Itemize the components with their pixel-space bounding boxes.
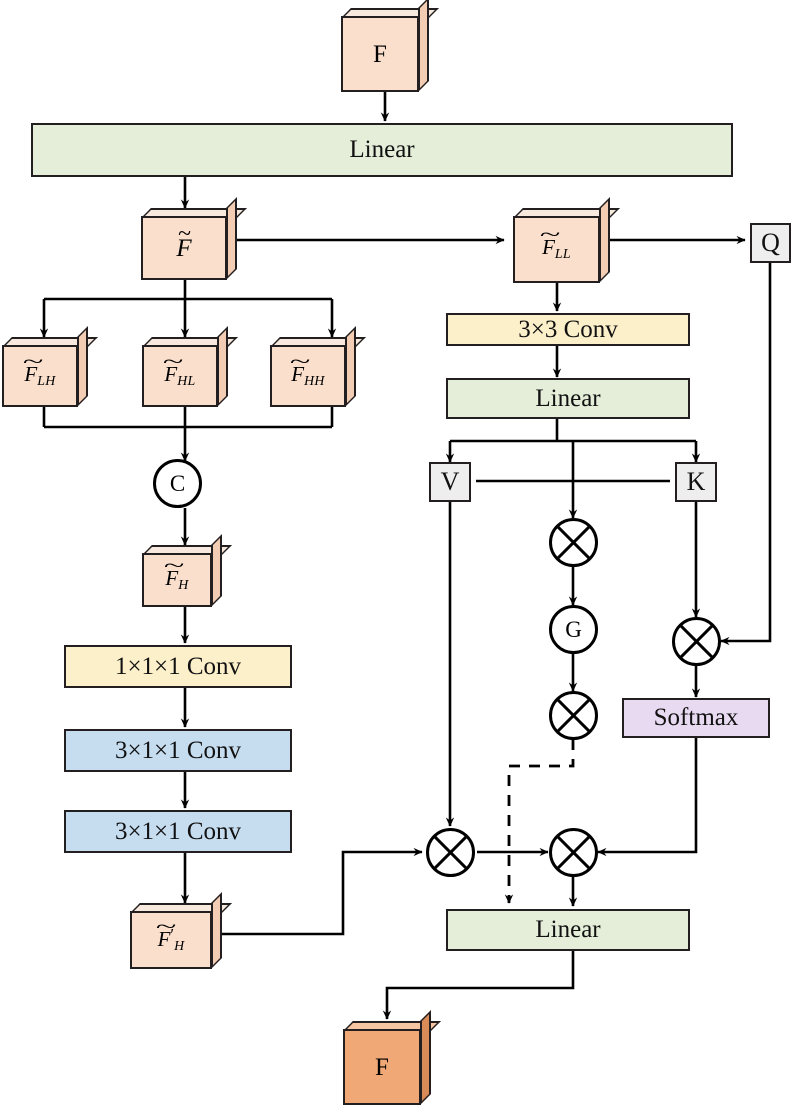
- cube-front-face: ~FHH: [270, 345, 346, 407]
- node-f-hh[interactable]: ~FHH: [270, 326, 366, 407]
- conv-3x1x1-a-label: 3×1×1 Conv: [114, 736, 242, 764]
- tilde-accent: ~: [162, 350, 184, 373]
- cube-side-face: [226, 197, 237, 280]
- node-k[interactable]: K: [675, 462, 717, 502]
- cube-front-face: F: [341, 16, 419, 92]
- node-f-ll[interactable]: ~FLL: [513, 197, 620, 283]
- node-q[interactable]: Q: [750, 223, 791, 263]
- output-feature-label: F: [375, 1053, 389, 1081]
- tilde-accent: ~: [22, 350, 44, 373]
- cube-front-face: ~FH: [142, 553, 212, 607]
- cube-side-face: [599, 197, 610, 283]
- block-conv-3x1x1-b[interactable]: 3×1×1 Conv: [64, 810, 292, 853]
- node-f-lh[interactable]: ~FLH: [2, 326, 98, 407]
- cube-side-face: [418, 0, 429, 92]
- v-label: V: [440, 467, 460, 496]
- block-linear-top[interactable]: Linear: [31, 123, 733, 177]
- cube-front-face: ~FLH: [2, 345, 78, 407]
- node-output-feature[interactable]: F: [343, 1010, 441, 1105]
- linear-mid-label: Linear: [535, 384, 601, 412]
- node-input-feature[interactable]: F: [341, 0, 439, 92]
- tilde-accent: ~: [289, 350, 311, 373]
- cube-front-face: ~F′H: [130, 911, 212, 969]
- cube-front-face: ~FLL: [513, 216, 600, 283]
- tilde-accent: ~: [178, 220, 191, 247]
- cube-front-face: F: [343, 1029, 421, 1105]
- node-v[interactable]: V: [429, 462, 471, 502]
- prime-mark: ′: [170, 925, 175, 945]
- block-conv-3x3[interactable]: 3×3 Conv: [446, 313, 690, 346]
- linear-bottom-label: Linear: [535, 916, 601, 943]
- conv-3x1x1-b-label: 3×1×1 Conv: [114, 817, 242, 845]
- block-conv-1x1x1[interactable]: 1×1×1 Conv: [64, 645, 292, 688]
- node-f-h[interactable]: ~FH: [142, 534, 232, 607]
- block-conv-3x1x1-a[interactable]: 3×1×1 Conv: [64, 729, 292, 772]
- cube-side-face: [217, 326, 228, 407]
- block-linear-bottom[interactable]: Linear: [446, 909, 690, 951]
- cube-front-face: ~FHL: [142, 345, 218, 407]
- cube-side-face: [211, 534, 222, 607]
- node-f-hl[interactable]: ~FHL: [142, 326, 238, 407]
- block-linear-mid[interactable]: Linear: [446, 378, 690, 419]
- cube-side-face: [211, 892, 222, 969]
- op-gate[interactable]: G: [549, 605, 598, 654]
- f-lh-label: ~FLH: [22, 350, 56, 389]
- tilde-accent: ~: [540, 224, 561, 247]
- gate-label: G: [565, 616, 582, 642]
- q-label: Q: [761, 228, 780, 257]
- input-feature-label: F: [373, 40, 387, 68]
- cube-side-face: [420, 1010, 431, 1105]
- f-ll-label: ~FLL: [540, 224, 571, 262]
- concat-label: C: [169, 470, 186, 496]
- op-multiply-qk[interactable]: [672, 617, 721, 666]
- block-softmax[interactable]: Softmax: [622, 698, 770, 738]
- op-multiply-right-bottom[interactable]: [549, 828, 598, 877]
- cube-side-face: [77, 326, 88, 407]
- tilde-accent: ~: [155, 915, 177, 938]
- op-multiply-gate-out[interactable]: [549, 691, 598, 740]
- op-multiply-left-bottom[interactable]: [426, 828, 475, 877]
- conv-1x1x1-label: 1×1×1 Conv: [114, 652, 242, 680]
- linear-top-label: Linear: [349, 136, 415, 163]
- f-hh-label: ~FHH: [289, 350, 325, 389]
- cube-side-face: [345, 326, 356, 407]
- op-concat[interactable]: C: [153, 459, 202, 508]
- node-f-h-prime[interactable]: ~F′H: [130, 892, 232, 969]
- conv-3x3-label: 3×3 Conv: [518, 315, 618, 343]
- f-h-label: ~FH: [163, 554, 189, 593]
- f-tilde-label: ~F: [176, 220, 192, 262]
- tilde-accent: ~: [163, 554, 185, 577]
- f-hl-label: ~FHL: [162, 350, 196, 389]
- f-h-prime-label: ~F′H: [155, 915, 185, 954]
- op-multiply-kv[interactable]: [549, 518, 598, 567]
- k-label: K: [686, 467, 706, 496]
- cube-front-face: ~F: [141, 216, 227, 280]
- softmax-label: Softmax: [653, 704, 739, 731]
- node-f-tilde[interactable]: ~F: [141, 197, 247, 280]
